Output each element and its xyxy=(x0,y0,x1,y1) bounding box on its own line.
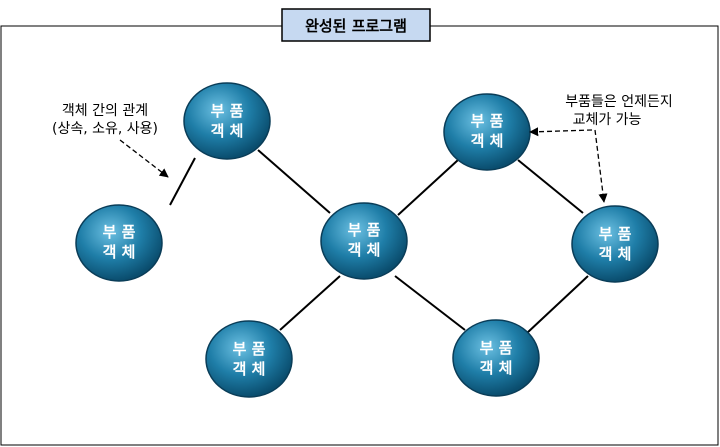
node-label-line2: 객 체 xyxy=(599,245,632,263)
node-n3: 부 품 객 체 xyxy=(443,93,531,171)
node-label-line2: 객 체 xyxy=(471,132,504,150)
node-n6: 부 품 객 체 xyxy=(452,319,540,397)
node-label-line2: 객 체 xyxy=(233,360,266,378)
node-n2: 부 품 객 체 xyxy=(183,82,271,160)
node-n5: 부 품 객 체 xyxy=(205,320,293,398)
annotation-relationship-line1: 객체 간의 관계 xyxy=(62,103,148,119)
node-label-line1: 부 품 xyxy=(211,102,244,120)
annotation-replaceable: 부품들은 언제든지 교체가 가능 xyxy=(529,94,673,203)
node-label-line1: 부 품 xyxy=(348,221,381,239)
node-n4: 부 품 객 체 xyxy=(320,202,408,280)
annotation-relationship: 객체 간의 관계 (상속, 소유, 사용) xyxy=(52,103,169,178)
connection-n1-n2 xyxy=(169,157,196,206)
connection-n6-n7 xyxy=(526,275,589,334)
annotation-replaceable-arrow-left xyxy=(529,127,593,137)
connection-n3-n7 xyxy=(517,159,584,214)
connection-n4-n6 xyxy=(394,275,466,331)
node-label-line1: 부 품 xyxy=(599,225,632,243)
node-label-line1: 부 품 xyxy=(103,223,136,241)
annotation-replaceable-line2: 교체가 가능 xyxy=(573,112,642,128)
node-label-line1: 부 품 xyxy=(233,340,266,358)
diagram-title: 완성된 프로그램 xyxy=(305,17,407,35)
node-n7: 부 품 객 체 xyxy=(571,205,659,283)
node-label-line1: 부 품 xyxy=(480,339,513,357)
connection-n4-n5 xyxy=(279,275,341,331)
annotation-replaceable-line1: 부품들은 언제든지 xyxy=(565,94,673,110)
node-label-line2: 객 체 xyxy=(211,122,244,140)
node-label-line2: 객 체 xyxy=(348,241,381,259)
node-label-line2: 객 체 xyxy=(103,243,136,261)
node-n1: 부 품 객 체 xyxy=(75,204,163,282)
annotation-replaceable-arrow-down xyxy=(594,129,608,203)
connection-n4-n3 xyxy=(397,159,459,216)
annotation-relationship-arrow xyxy=(119,139,169,178)
node-label-line2: 객 체 xyxy=(480,359,513,377)
annotation-relationship-line2: (상속, 소유, 사용) xyxy=(52,121,158,137)
node-label-line1: 부 품 xyxy=(471,112,504,130)
connections xyxy=(169,149,589,334)
connection-n2-n4 xyxy=(257,149,331,214)
title-box: 완성된 프로그램 xyxy=(281,8,431,42)
